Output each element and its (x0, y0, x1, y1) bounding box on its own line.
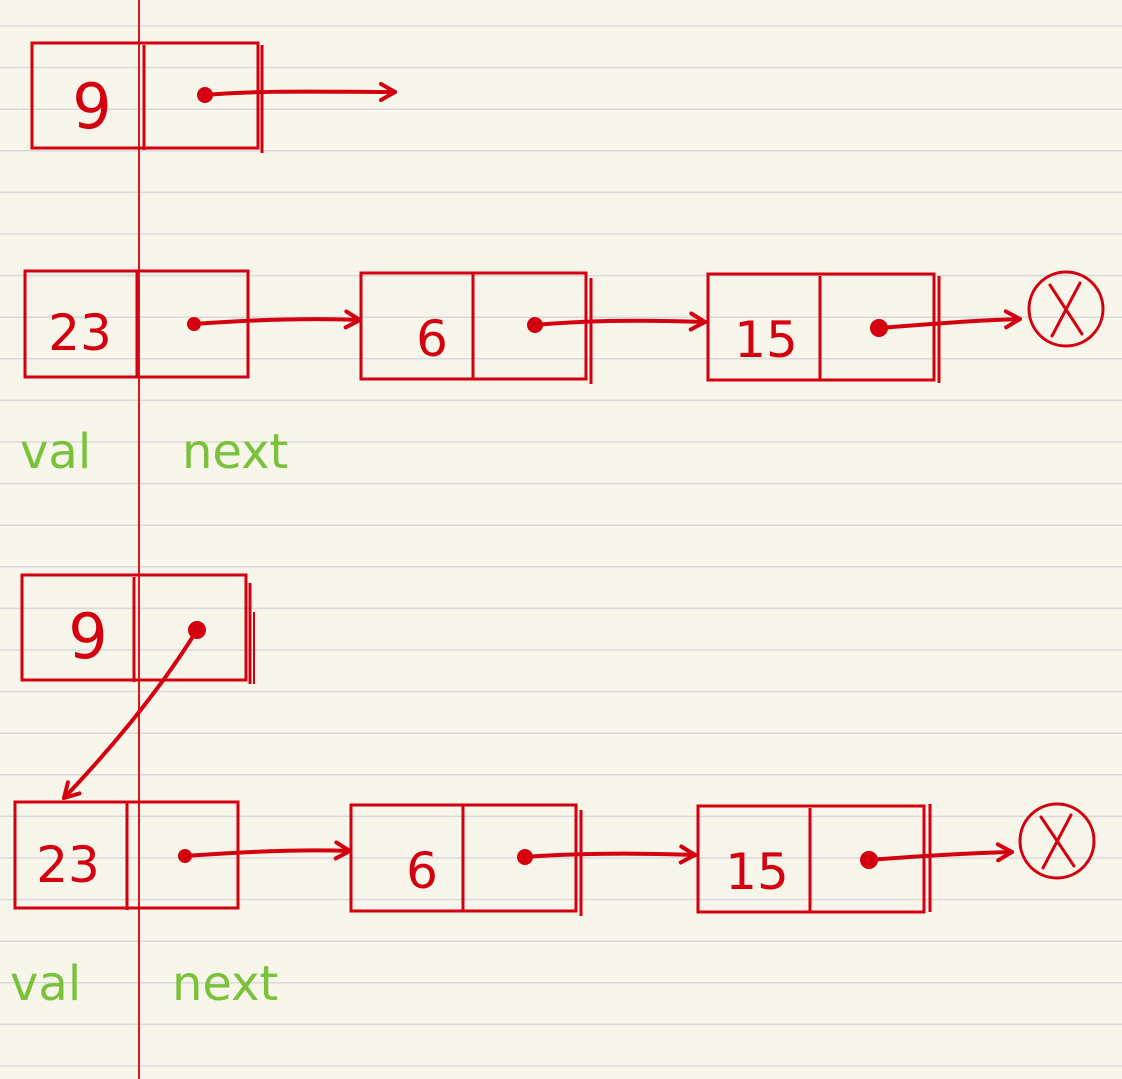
node-value: 9 (72, 70, 111, 143)
list-node-2: 6 (359, 271, 707, 384)
new-node: 9 (30, 41, 397, 153)
next-label: next (172, 956, 278, 1012)
next-pointer-arrow (877, 309, 1022, 330)
node-value: 23 (48, 304, 112, 362)
null-terminator-icon (1027, 270, 1105, 348)
next-pointer-arrow (203, 81, 397, 102)
list-node-1: 23 (13, 800, 352, 910)
next-pointer-arrow (62, 628, 199, 800)
node-value: 23 (36, 836, 100, 894)
ruled-lines (0, 25, 1122, 1067)
node-value: 6 (406, 842, 438, 900)
node-value: 15 (725, 843, 789, 901)
next-label: next (182, 424, 288, 480)
next-pointer-arrow (183, 840, 352, 861)
list-node-3: 15 (696, 804, 1014, 914)
list-node-3: 15 (706, 272, 1022, 383)
diagram-2: 9 23 6 1 (10, 573, 1096, 1012)
val-label: val (10, 956, 81, 1012)
node-value: 15 (734, 311, 798, 369)
new-node: 9 (20, 573, 255, 800)
list-node-1: 23 (23, 269, 362, 379)
null-terminator-icon (1018, 802, 1096, 880)
next-pointer-arrow (192, 309, 362, 330)
diagram-1: 9 23 6 (20, 41, 1105, 480)
node-value: 6 (416, 310, 448, 368)
val-label: val (20, 424, 91, 480)
node-value: 9 (68, 600, 107, 673)
next-pointer-arrow (533, 311, 707, 332)
list-node-2: 6 (349, 803, 697, 916)
linked-list: 23 6 15 (23, 269, 1105, 384)
linked-list: 23 6 15 (13, 800, 1096, 916)
next-pointer-arrow (523, 844, 697, 865)
next-pointer-arrow (867, 842, 1014, 863)
